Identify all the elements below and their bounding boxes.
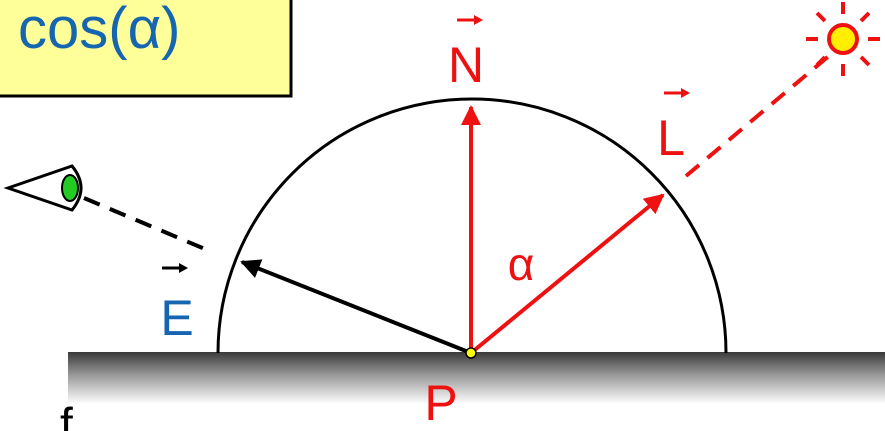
- eye-vector-arrow: [240, 259, 472, 355]
- formula-box: cos(α): [0, 0, 293, 98]
- eye-label-text: E: [160, 290, 193, 346]
- angle-alpha-label: α: [508, 238, 535, 290]
- light-label: L: [657, 88, 690, 166]
- sun-icon: [806, 2, 880, 76]
- point-p-label: P: [424, 375, 457, 431]
- point-p-dot: [465, 347, 477, 359]
- hemisphere-arc: [216, 97, 728, 354]
- eye-dashed-ray: [83, 196, 213, 254]
- light-label-text: L: [657, 110, 685, 166]
- eye-label: E: [160, 263, 194, 346]
- formula-box-background: [0, 0, 293, 98]
- light-vector-arrow: [469, 193, 665, 355]
- surface-plane: [68, 352, 885, 404]
- normal-label-text: N: [448, 37, 484, 93]
- normal-label: N: [448, 15, 484, 93]
- eye-icon: [3, 164, 83, 212]
- light-dashed-ray: [684, 48, 838, 178]
- formula-text: cos(α): [18, 0, 180, 61]
- footer-glyph: f: [60, 398, 73, 431]
